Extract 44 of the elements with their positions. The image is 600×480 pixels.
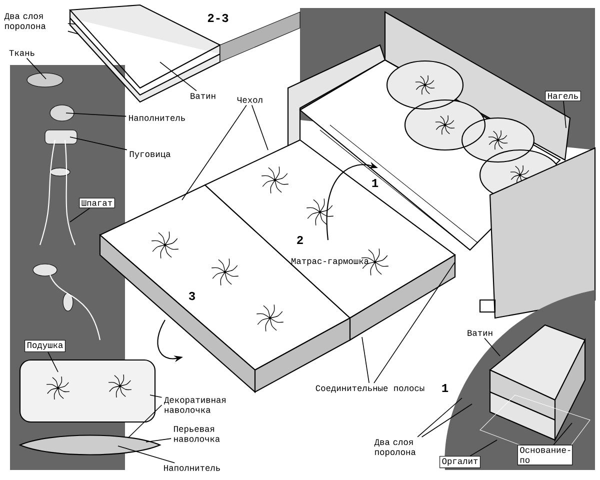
leader-line	[362, 336, 370, 384]
part-label: Подушка	[24, 340, 66, 352]
leader-line	[553, 422, 572, 446]
part-label: Декоративная наволочка	[164, 397, 226, 413]
part-number: 3	[188, 292, 195, 300]
part-label: Оргалит	[440, 456, 480, 468]
leader-line	[150, 394, 162, 398]
part-number: 1	[442, 384, 448, 392]
leader-line	[470, 440, 498, 456]
part-number: 1	[372, 179, 378, 187]
part-label: Наполнитель	[164, 465, 220, 471]
leader-line	[66, 112, 127, 117]
part-label: Ткань	[9, 50, 34, 56]
part-label: Основание-по	[517, 444, 573, 466]
part-label: Ватин	[190, 93, 216, 99]
leader-line	[421, 404, 472, 438]
leader-line	[48, 352, 58, 372]
part-label: Соединительные полосы	[316, 385, 424, 393]
part-label: Матрас-гармошка	[292, 258, 369, 266]
part-number: 2	[297, 236, 303, 244]
part-label: Чехол	[237, 97, 262, 103]
part-label: Наполнитель	[129, 115, 185, 121]
part-label: Два слоя поролона	[374, 439, 416, 457]
part-label: Два слоя поролона	[4, 13, 46, 31]
leader-line	[68, 23, 76, 24]
leader-line	[70, 208, 90, 222]
leader-line	[182, 104, 247, 200]
leader-line	[417, 398, 462, 438]
leader-line	[70, 136, 128, 150]
leader-line	[146, 438, 172, 442]
leader-line	[484, 338, 500, 356]
part-label: Ватин	[468, 330, 492, 336]
part-label: Шпагат	[79, 198, 115, 208]
leader-line	[118, 446, 176, 464]
part-number: 2-3	[208, 14, 228, 22]
part-label: Перьевая наволочка	[174, 426, 220, 442]
leader-line	[563, 100, 566, 128]
part-label: Пуговица	[130, 151, 170, 159]
part-label: Нагель	[545, 90, 581, 102]
leader-line	[128, 404, 162, 438]
leader-line	[251, 104, 268, 150]
leader-line	[68, 30, 78, 34]
leader-line	[160, 62, 197, 92]
leader-line	[374, 262, 456, 384]
